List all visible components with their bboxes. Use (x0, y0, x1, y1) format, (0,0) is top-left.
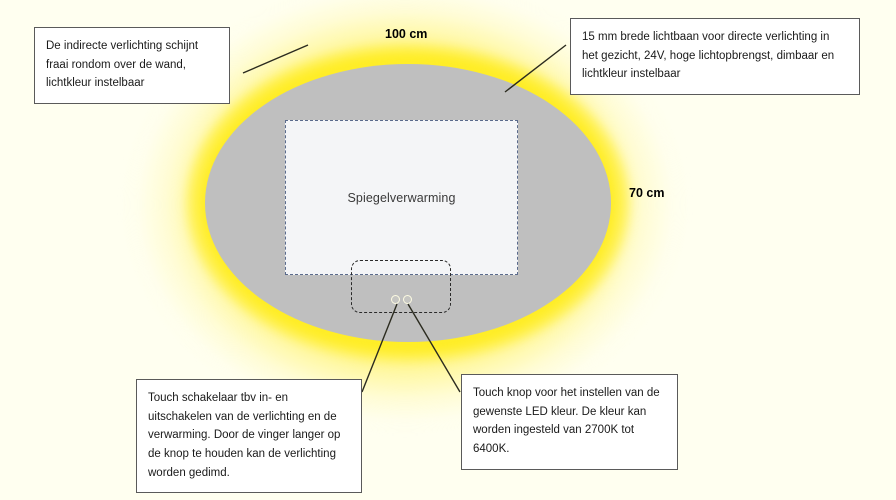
mirror-heating-panel-label: Spiegelverwarming (347, 190, 456, 205)
mirror-heating-panel: Spiegelverwarming (285, 120, 518, 275)
callout-light-strip: 15 mm brede lichtbaan voor directe verli… (570, 18, 860, 95)
touch-button-power[interactable] (390, 295, 400, 304)
callout-indirect-lighting: De indirecte verlichting schijnt fraai r… (34, 27, 230, 104)
callout-led-colour-button: Touch knop voor het instellen van de gew… (461, 374, 678, 470)
dimension-label-height: 70 cm (629, 186, 665, 200)
touch-button-group (352, 295, 450, 304)
dimension-label-width: 100 cm (385, 27, 428, 41)
callout-touch-switch: Touch schakelaar tbv in- en uitschakelen… (136, 379, 362, 494)
touch-button-led-colour[interactable] (402, 295, 412, 304)
touch-control-zone[interactable] (351, 260, 451, 313)
